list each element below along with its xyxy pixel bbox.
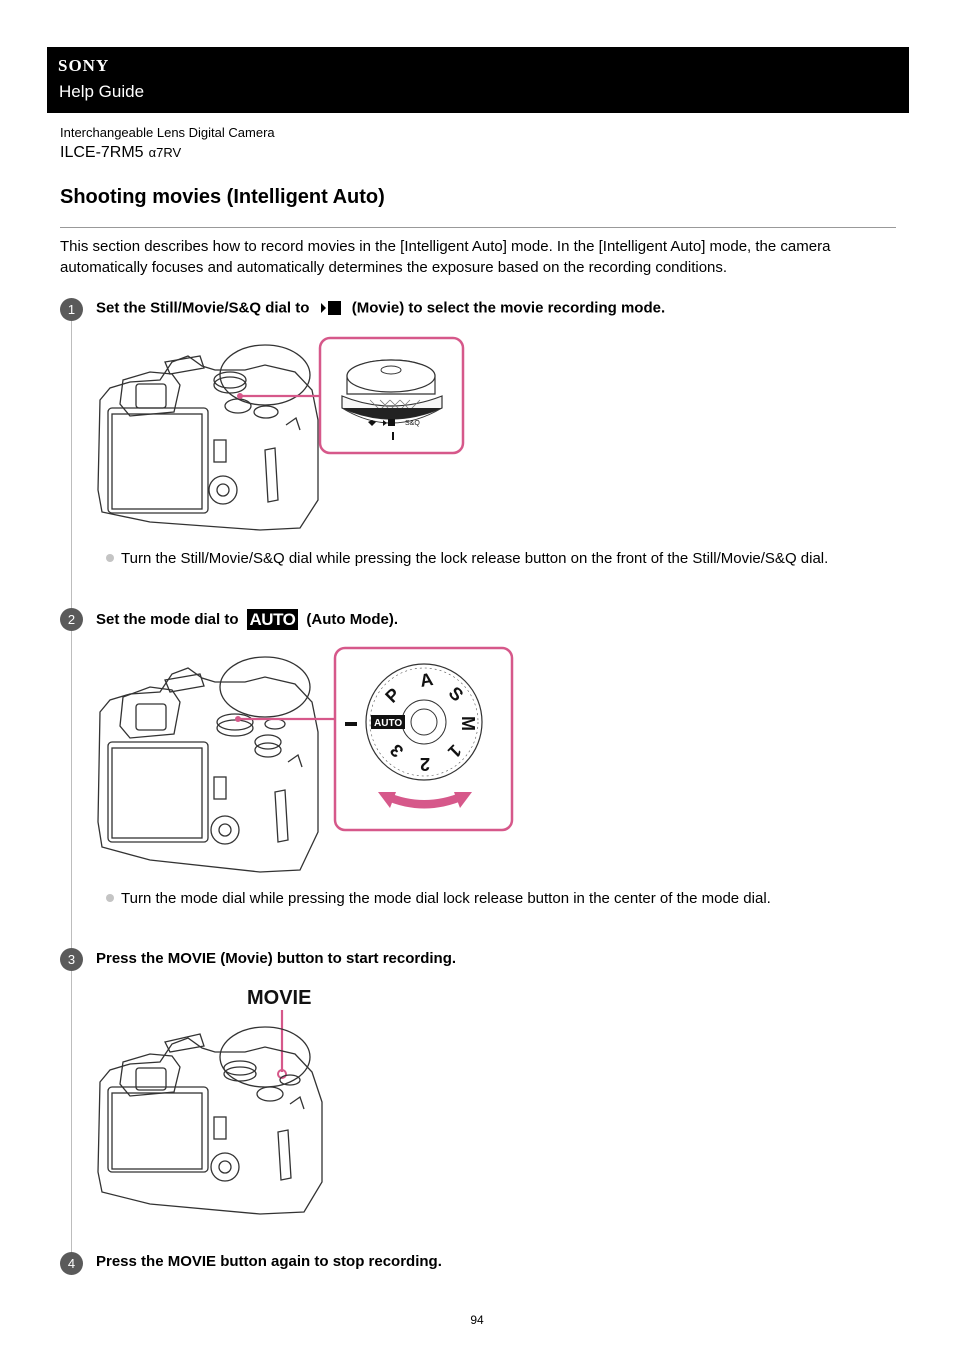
rotate-arrow-icon	[378, 792, 472, 809]
mode-a-label: A	[418, 669, 434, 691]
step-1-text-before: Set the Still/Movie/S&Q dial to	[96, 299, 310, 317]
camera-body	[97, 1026, 323, 1215]
callout-dot	[237, 393, 243, 399]
title-divider	[60, 227, 896, 228]
mode-dial-closeup: AUTO P A S M 1 2 3	[345, 663, 483, 781]
step-3-text: Press the MOVIE (Movie) button to start …	[96, 950, 457, 967]
bullet-dot-icon	[106, 554, 114, 563]
bullet-dot-icon	[106, 894, 114, 903]
intro-paragraph: This section describes how to record mov…	[60, 238, 831, 276]
step-number-1: 1	[60, 298, 83, 321]
callout-dot	[235, 716, 241, 722]
camera-still-movie-dial-illustration: S&Q	[97, 336, 465, 531]
brand-logo: SONY	[58, 56, 110, 75]
mode-2-label: 2	[420, 754, 430, 774]
camera-body	[97, 344, 319, 531]
model-name: ILCE-7RM5	[60, 144, 144, 161]
step-number-2: 2	[60, 608, 83, 631]
step-number-4: 4	[60, 1252, 83, 1275]
callout-dot	[277, 1069, 287, 1079]
movie-callout-label: MOVIE	[247, 987, 311, 1009]
camera-movie-button-illustration: MOVIE	[97, 987, 323, 1215]
step-2-text-before: Set the mode dial to	[96, 611, 239, 628]
step-number-3: 3	[60, 948, 83, 971]
camera-mode-dial-illustration: AUTO P A S M 1 2 3	[97, 646, 514, 873]
header-bar: SONY Help Guide	[47, 47, 909, 113]
sq-dial-label: S&Q	[405, 420, 420, 427]
step-4-text: Press the MOVIE button again to stop rec…	[96, 1253, 442, 1270]
mode-m-label: M	[458, 716, 478, 731]
movie-mode-icon	[320, 301, 341, 316]
step-2-note: Turn the mode dial while pressing the mo…	[106, 890, 771, 907]
step-1-note: Turn the Still/Movie/S&Q dial while pres…	[106, 550, 828, 567]
step-2-text: Set the mode dial to AUTO (Auto Mode).	[96, 609, 398, 630]
page-number: 94	[470, 1313, 484, 1327]
steps-connector-line	[71, 318, 72, 1263]
page-title: Shooting movies (Intelligent Auto)	[60, 186, 385, 208]
header-title[interactable]: Help Guide	[59, 82, 145, 101]
callout-box	[333, 646, 514, 832]
product-model: ILCE-7RM5 α7RV	[60, 144, 181, 162]
product-category: Interchangeable Lens Digital Camera	[60, 125, 275, 140]
auto-mode-icon: AUTO	[246, 609, 299, 630]
mode-auto-label: AUTO	[374, 718, 402, 729]
step-2-text-after: (Auto Mode).	[306, 611, 399, 628]
step-1-note-text: Turn the Still/Movie/S&Q dial while pres…	[121, 550, 829, 567]
callout-box	[318, 336, 465, 455]
model-alt-name: α7RV	[148, 145, 182, 160]
step-1-text: Set the Still/Movie/S&Q dial to (Movie) …	[96, 299, 665, 317]
step-2-note-text: Turn the mode dial while pressing the mo…	[121, 890, 771, 907]
camera-body	[97, 656, 319, 873]
step-1-text-after: (Movie) to select the movie recording mo…	[351, 299, 666, 317]
still-movie-dial-closeup: S&Q	[341, 359, 443, 440]
